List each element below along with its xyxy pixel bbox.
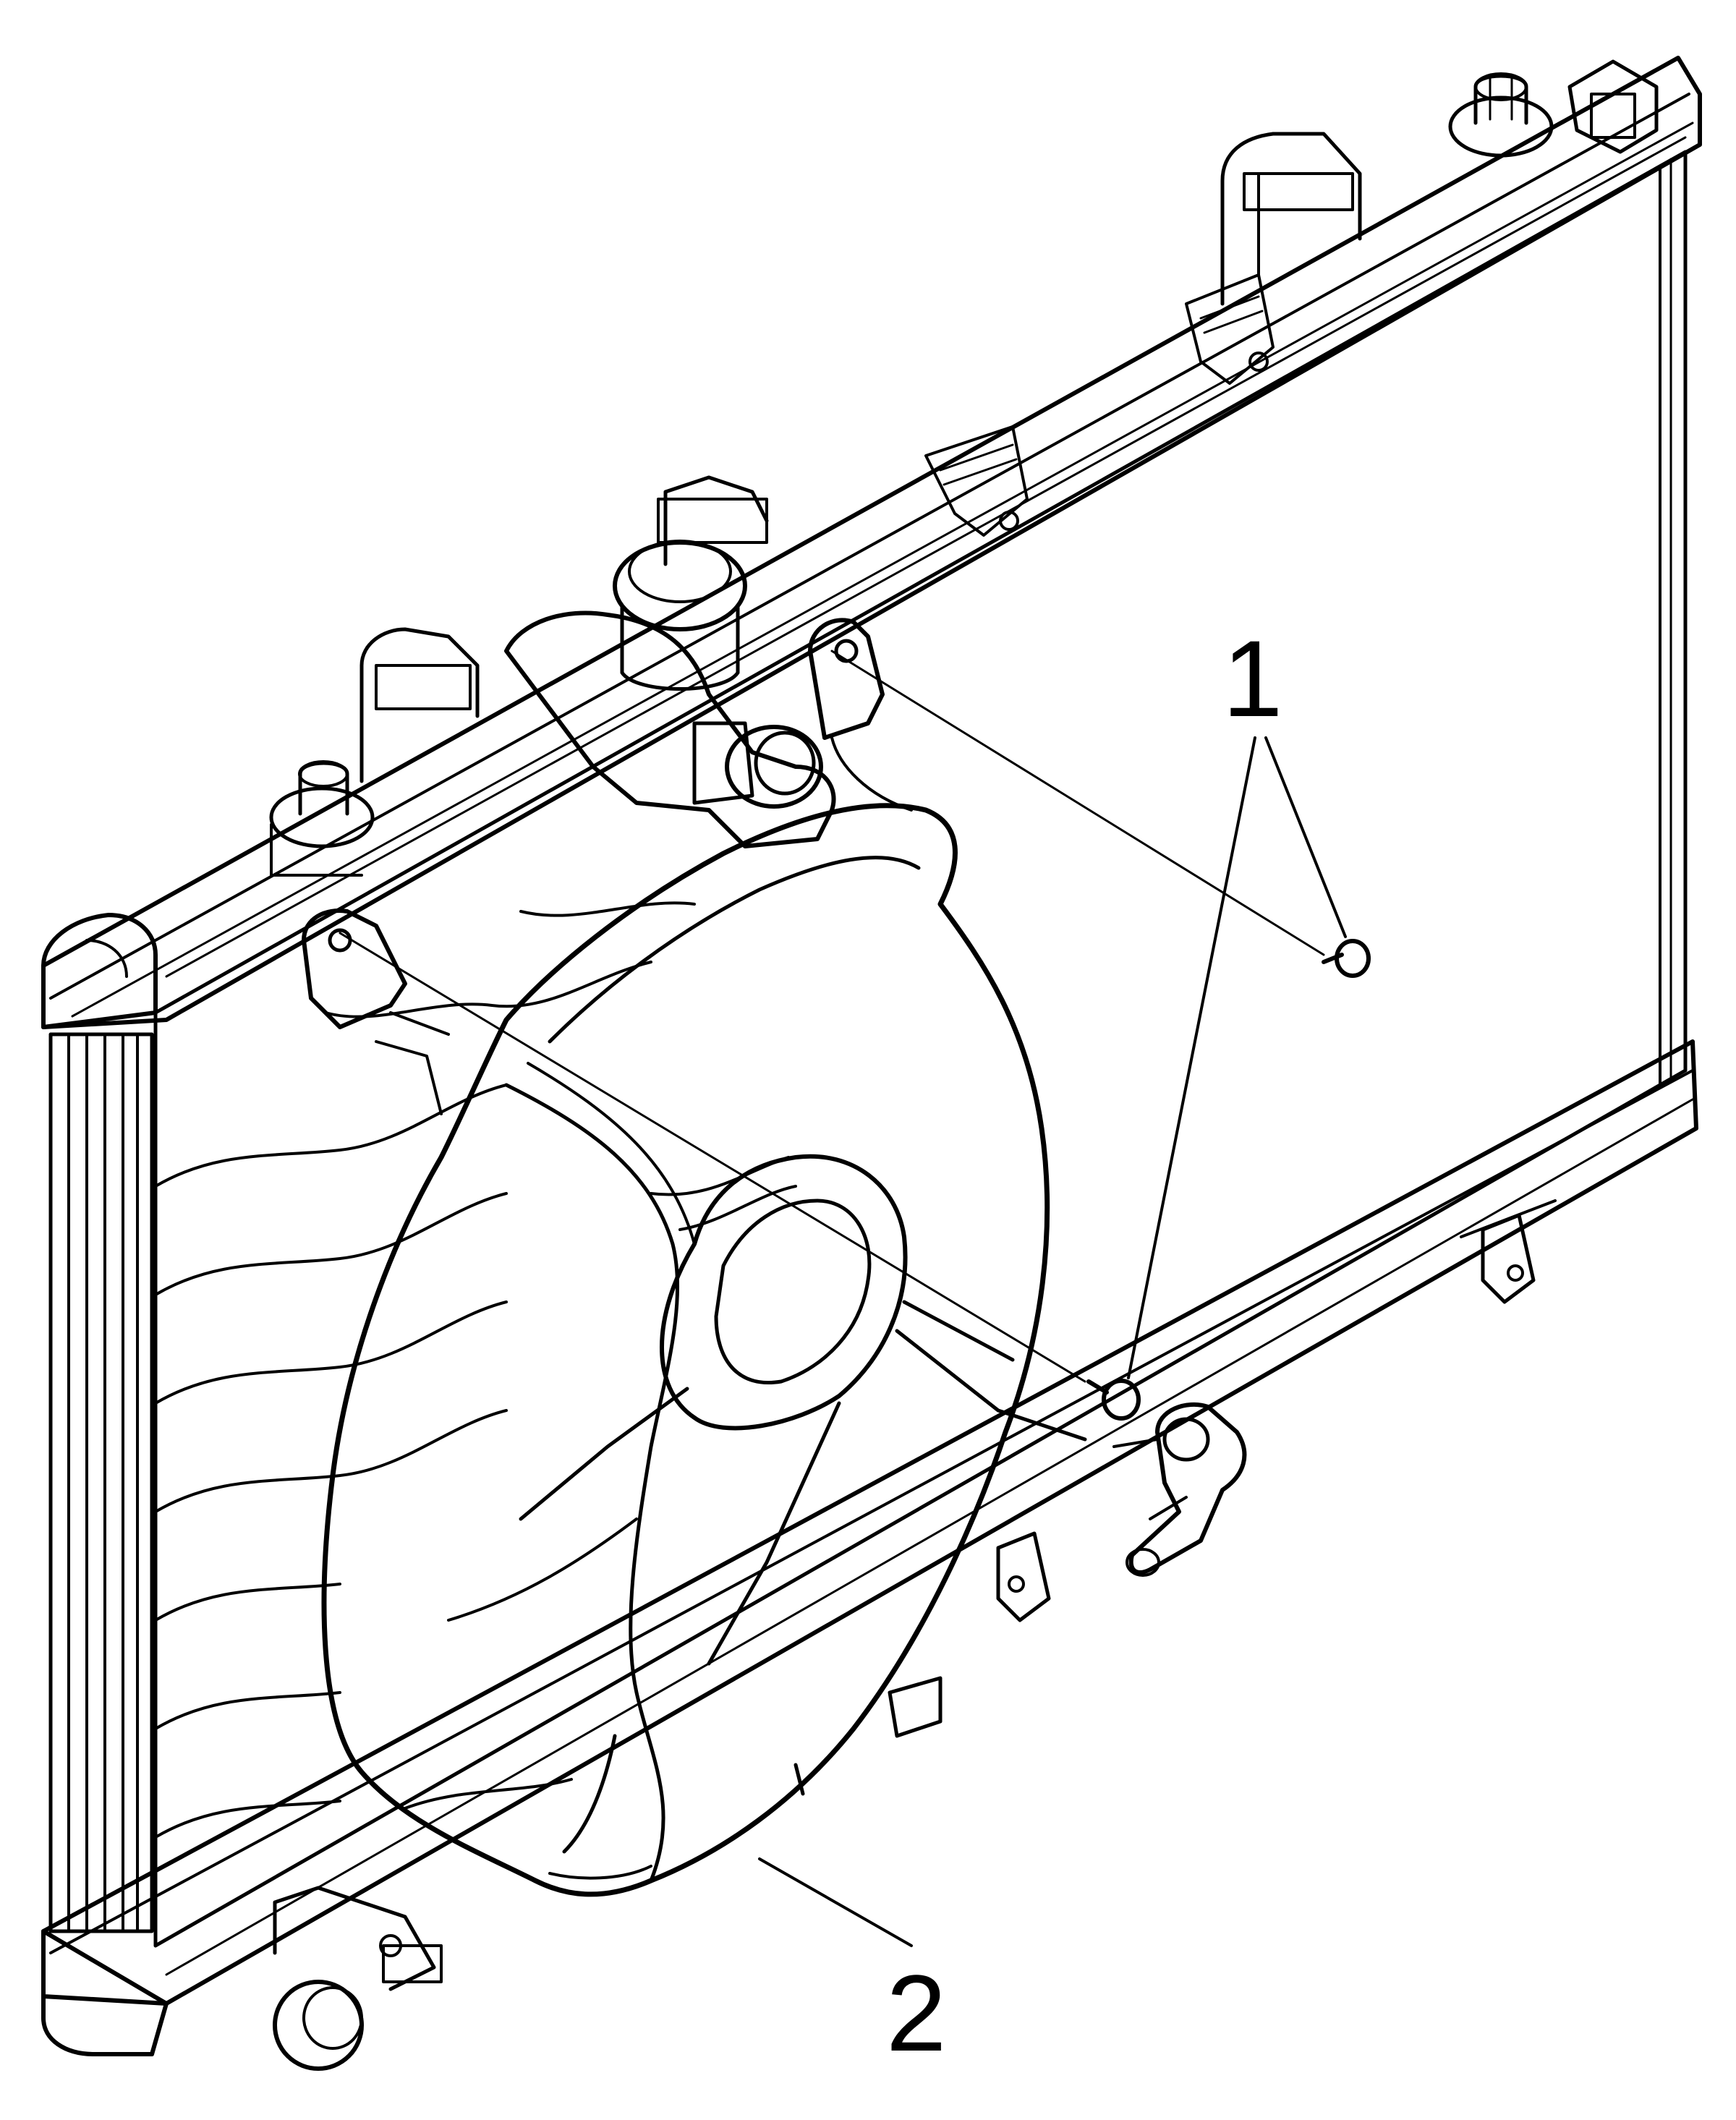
radiator-top-bracket-left — [359, 627, 480, 783]
radiator-top-tank — [41, 56, 1702, 1029]
radiator-bottom-tank — [41, 1039, 1698, 2056]
radiator-bottom-bracket-center — [996, 1531, 1051, 1622]
radiator-top-right-tab — [1567, 59, 1659, 154]
bolt-alignment-line-upper — [830, 650, 1325, 956]
reservoir-cap — [692, 721, 823, 809]
callout-1-label: 1 — [1222, 618, 1282, 739]
radiator-hose-outlet — [1112, 1402, 1247, 1577]
radiator-side-column — [48, 1032, 154, 1933]
fan-shroud-mount-ear-right — [808, 618, 913, 812]
mounting-bolt-upper — [1322, 939, 1371, 978]
callout-1-leader-lower — [1127, 736, 1256, 1379]
radiator-tank-clip-2 — [924, 425, 1029, 537]
coolant-reservoir — [504, 540, 836, 848]
radiator-filler-neck-left — [269, 760, 375, 877]
radiator-tank-clip-1 — [1185, 273, 1275, 385]
radiator-top-bracket-center — [657, 475, 769, 566]
radiator-drain-plug — [273, 1886, 443, 2071]
fan-shroud-mount-ear-left — [302, 908, 450, 1115]
callout-2-leader — [758, 1857, 913, 1947]
fan-shroud-lower-tab — [888, 1676, 943, 1738]
radiator-top-bracket-right — [1220, 132, 1362, 306]
callout-2-label: 2 — [886, 1952, 946, 2074]
mounting-bolt-lower — [1086, 1379, 1141, 1421]
radiator-bottom-bracket-right — [1460, 1199, 1557, 1304]
bolt-alignment-line-lower — [339, 932, 1086, 1383]
callout-1: 1 — [1127, 618, 1347, 1379]
radiator-core — [153, 150, 1688, 1948]
callout-2: 2 — [758, 1857, 946, 2074]
fan-shroud — [302, 540, 1087, 1897]
radiator-filler-neck-right — [1448, 72, 1554, 158]
radiator-fins — [154, 901, 696, 1839]
callout-1-leader-upper — [1264, 736, 1347, 938]
radiator — [41, 56, 1702, 2071]
